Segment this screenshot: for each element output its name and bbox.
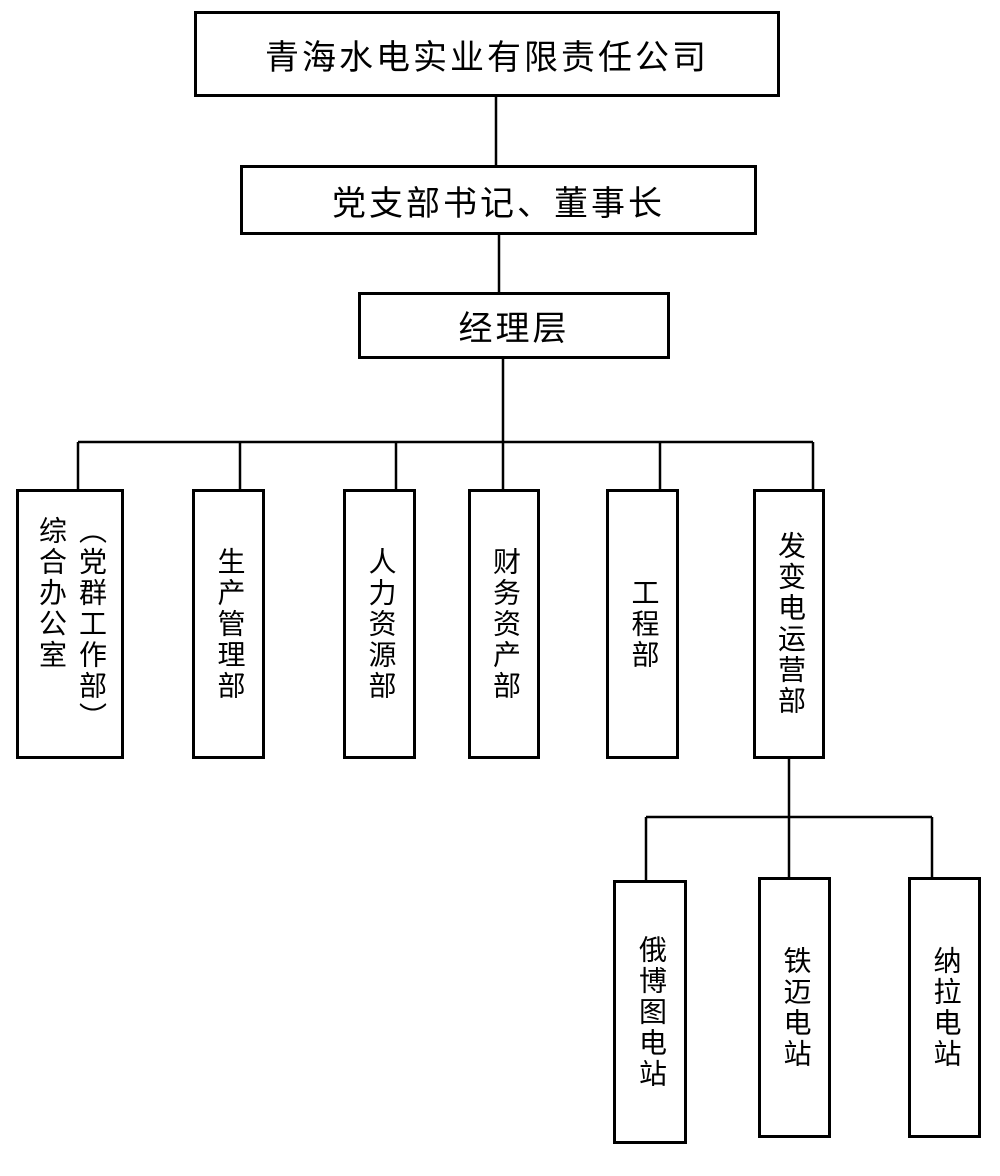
org-node-company-label: 青海水电实业有限责任公司 (265, 39, 709, 77)
org-node-dept-general-office: 综合办公室 （党群工作部） (16, 489, 124, 759)
dept-label-line: 综合办公室 (35, 515, 66, 671)
org-node-dept-hr: 人力资源部 (343, 489, 416, 759)
org-node-management: 经理层 (358, 292, 670, 359)
org-node-station-nala-label: 纳拉电站 (929, 945, 961, 1070)
org-node-station-tiemai: 铁迈电站 (758, 877, 831, 1138)
org-node-dept-production-label: 生产管理部 (213, 546, 245, 702)
org-node-dept-finance: 财务资产部 (468, 489, 540, 759)
org-node-management-label: 经理层 (458, 311, 570, 348)
org-node-company: 青海水电实业有限责任公司 (194, 11, 780, 97)
org-node-dept-power-operation-label: 发变电运营部 (774, 531, 805, 717)
org-node-dept-finance-label: 财务资产部 (489, 546, 520, 702)
dept-label-line: （党群工作部） (75, 515, 106, 733)
org-node-station-ebotu-label: 俄博图电站 (635, 934, 666, 1090)
org-node-station-ebotu: 俄博图电站 (613, 880, 687, 1144)
org-node-dept-hr-label: 人力资源部 (364, 546, 396, 702)
org-node-station-tiemai-label: 铁迈电站 (779, 945, 811, 1070)
org-node-dept-engineering-label: 工程部 (627, 577, 659, 671)
org-node-station-nala: 纳拉电站 (908, 877, 981, 1138)
org-node-secretary-chairman: 党支部书记、董事长 (240, 165, 757, 235)
org-node-dept-production: 生产管理部 (192, 489, 265, 759)
org-node-secretary-chairman-label: 党支部书记、董事长 (332, 185, 665, 223)
org-node-dept-power-operation: 发变电运营部 (753, 489, 825, 759)
org-node-dept-engineering: 工程部 (606, 489, 679, 759)
org-node-dept-general-office-label: 综合办公室 （党群工作部） (30, 516, 110, 733)
